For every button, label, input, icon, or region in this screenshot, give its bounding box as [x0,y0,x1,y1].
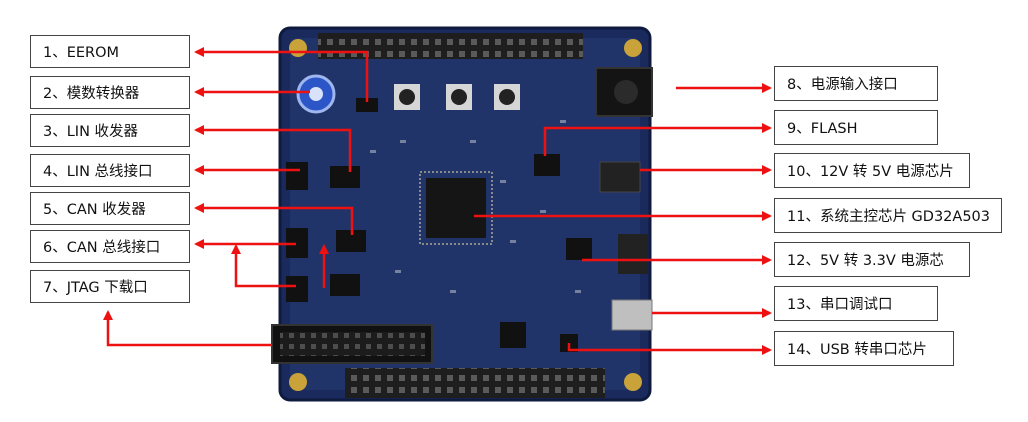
label-adc: 2、模数转换器 [30,76,190,109]
label-eerom: 1、EEROM [30,35,190,68]
mount-hole-br [624,373,642,391]
can-transceiver [336,230,366,252]
label-power-input: 8、电源输入接口 [774,66,938,101]
arrow-7 [103,310,272,347]
bottom-pin-header [345,368,605,398]
arrow-6c [231,244,296,288]
label-uart-debug-port: 13、串口调试口 [774,286,938,321]
mount-hole-tr [624,39,642,57]
connector-left-3 [286,276,308,302]
arrow-14 [567,343,772,355]
arrow-3 [194,125,352,172]
label-5v-33v-regulator: 12、5V 转 3.3V 电源芯 [774,242,970,277]
label-lin-bus-port: 4、LIN 总线接口 [30,154,190,187]
label-usb-uart-chip: 14、USB 转串口芯片 [774,331,954,366]
eeprom-chip [356,98,378,112]
regulator-33v [566,238,592,260]
jumper-block [500,322,526,348]
label-can-transceiver: 5、CAN 收发器 [30,192,190,225]
mount-hole-bl [289,373,307,391]
usb-connector [611,299,653,331]
label-can-bus-port: 6、CAN 总线接口 [30,230,190,263]
label-flash: 9、FLASH [774,110,938,145]
arrow-1 [194,47,369,102]
regulator-5v [599,161,641,193]
arrow-5 [194,203,354,235]
lin-transceiver [330,166,360,188]
label-12v-5v-regulator: 10、12V 转 5V 电源芯片 [774,153,970,188]
label-jtag-port: 7、JTAG 下载口 [30,270,190,303]
mcu-chip [426,178,486,238]
slide-switch [618,234,648,274]
label-lin-transceiver: 3、LIN 收发器 [30,114,190,147]
label-main-mcu: 11、系统主控芯片 GD32A503 [774,198,1002,233]
can-transceiver-2 [330,274,360,296]
connector-left-2 [286,228,308,258]
flash-chip [534,154,560,176]
top-pin-header [318,33,583,59]
arrow-9 [543,123,772,156]
